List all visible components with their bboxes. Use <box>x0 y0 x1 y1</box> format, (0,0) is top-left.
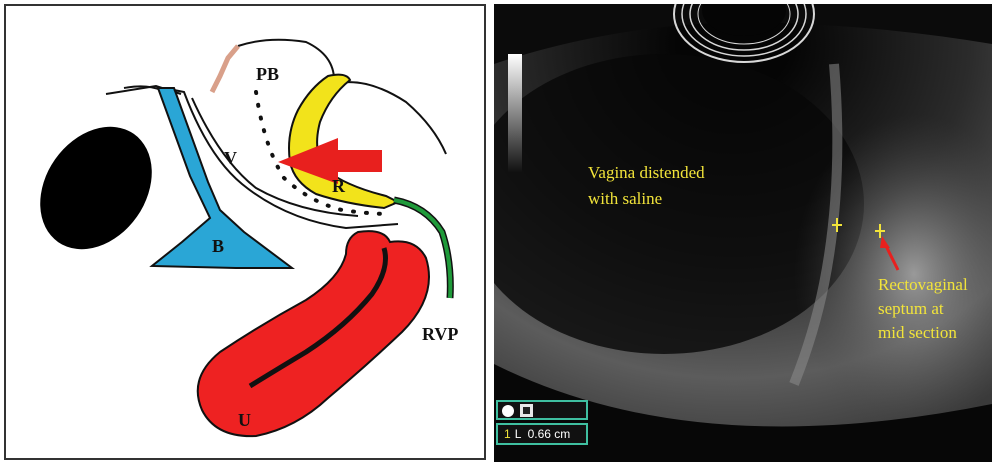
septum-annotation-line1: Rectovaginal <box>878 275 968 294</box>
perineal-body-tip <box>212 46 238 92</box>
label-r: R <box>332 176 346 196</box>
label-u: U <box>238 410 251 430</box>
septum-annotation-line2: septum at <box>878 299 944 318</box>
label-v: V <box>224 148 237 168</box>
label-pb: PB <box>256 64 279 84</box>
label-rvp: RVP <box>422 324 458 344</box>
label-b: B <box>212 236 224 256</box>
pubic-bone-shape <box>17 105 175 270</box>
outer-curve-line <box>334 82 446 154</box>
measurement-readout: 1 L 0.66 cm <box>496 423 588 445</box>
vagina-annotation-line2: with saline <box>588 189 662 208</box>
measurement-value: L 0.66 cm <box>515 427 571 441</box>
grayscale-bar <box>508 54 522 172</box>
measurement-index: 1 <box>504 427 511 441</box>
readout-icon-box <box>496 400 588 420</box>
ultrasound-image: Vagina distended with saline Rectovagina… <box>494 4 992 462</box>
caliper-mode-icon <box>520 404 533 417</box>
anatomy-diagram: PB V R B RVP U <box>6 6 484 458</box>
anatomy-diagram-panel: PB V R B RVP U <box>4 4 486 460</box>
vagina-annotation-line1: Vagina distended <box>588 163 705 182</box>
record-dot-icon <box>502 405 514 417</box>
ultrasound-image-panel: Vagina distended with saline Rectovagina… <box>494 4 992 462</box>
septum-annotation-line3: mid section <box>878 323 957 342</box>
